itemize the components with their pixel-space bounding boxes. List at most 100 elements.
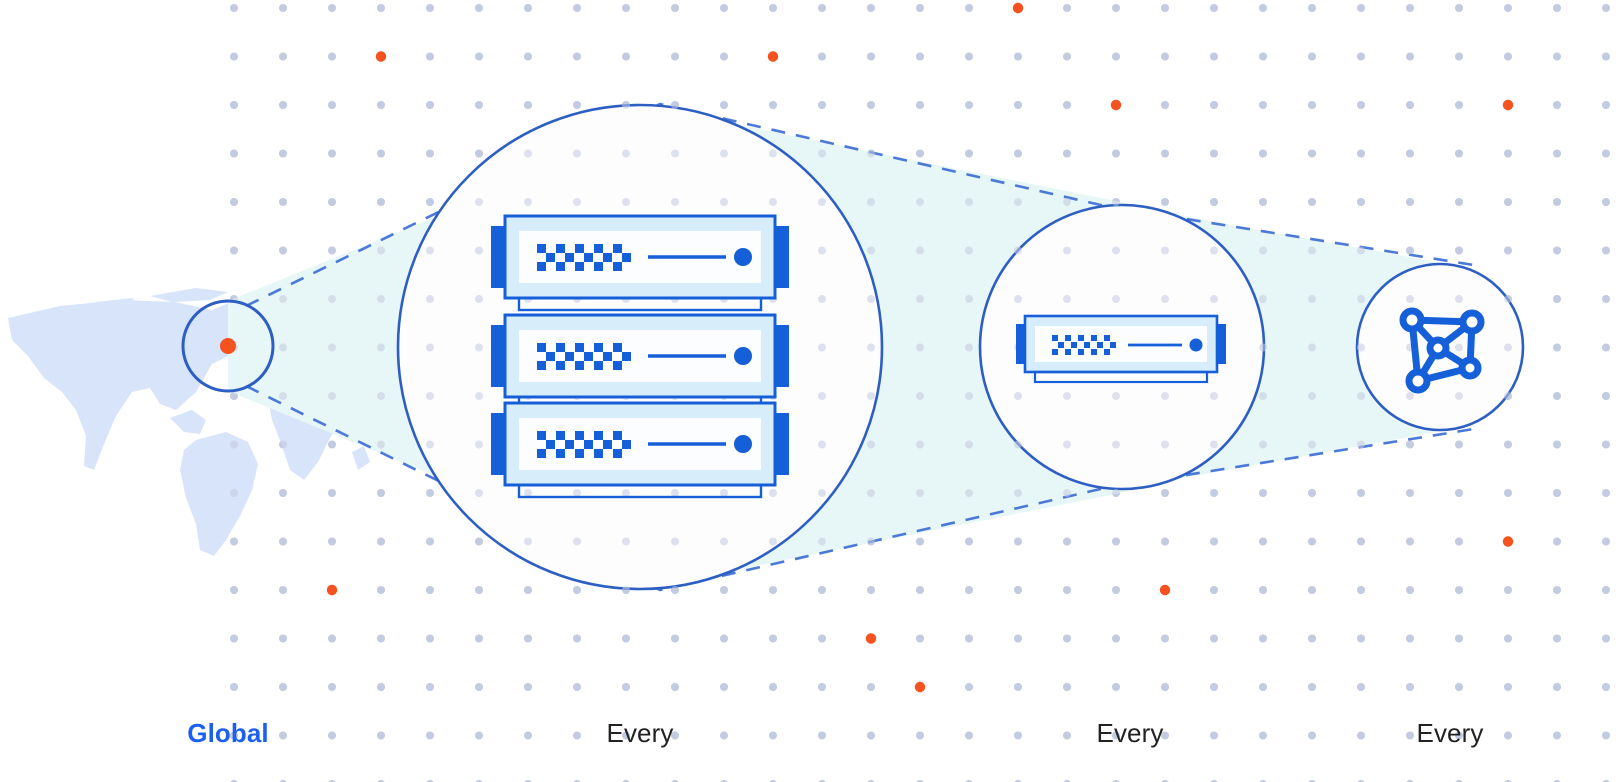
grid-dot bbox=[1504, 52, 1512, 61]
grid-dot bbox=[377, 537, 385, 546]
grid-dot bbox=[377, 440, 385, 449]
grid-dot bbox=[720, 489, 728, 497]
grid-dot bbox=[1210, 392, 1218, 400]
grid-dot bbox=[1014, 489, 1022, 497]
grid-dot bbox=[1602, 731, 1610, 740]
grid-dot bbox=[769, 149, 777, 158]
grid-dot bbox=[1553, 52, 1561, 61]
grid-dot bbox=[328, 537, 336, 546]
grid-dot bbox=[426, 489, 434, 497]
grid-dot bbox=[622, 101, 630, 109]
grid-dot bbox=[524, 586, 532, 594]
grid-dot bbox=[1455, 343, 1463, 352]
grid-dot bbox=[769, 4, 777, 12]
grid-dot bbox=[720, 537, 728, 546]
grid-dot bbox=[965, 52, 973, 61]
grid-dot bbox=[1308, 586, 1316, 594]
grid-dot bbox=[867, 295, 875, 303]
grid-dot bbox=[671, 731, 679, 740]
grid-dot bbox=[867, 246, 875, 255]
grid-dot bbox=[328, 4, 336, 12]
graph-node-bottom-right bbox=[1458, 356, 1482, 380]
grid-dot bbox=[1602, 198, 1610, 206]
grid-dot bbox=[230, 731, 238, 740]
grid-dot bbox=[1063, 4, 1071, 12]
grid-dot bbox=[1406, 586, 1414, 594]
grid-dot bbox=[1553, 4, 1561, 12]
grid-dot bbox=[377, 198, 385, 206]
grid-dot bbox=[622, 489, 630, 497]
grid-dot bbox=[328, 440, 336, 449]
grid-dot bbox=[1014, 295, 1022, 303]
grid-dot bbox=[916, 731, 924, 740]
grid-dot bbox=[867, 52, 875, 61]
grid-dot bbox=[1553, 343, 1561, 352]
grid-dot bbox=[475, 343, 483, 352]
rack-led-2 bbox=[734, 347, 752, 365]
grid-dot bbox=[279, 198, 287, 206]
grid-dot bbox=[622, 198, 630, 206]
grid-dot bbox=[769, 731, 777, 740]
grid-dot bbox=[965, 149, 973, 158]
grid-dot bbox=[279, 731, 287, 740]
grid-dot bbox=[279, 392, 287, 400]
grid-dot bbox=[1308, 489, 1316, 497]
rack-unit-1 bbox=[491, 214, 789, 312]
grid-dot bbox=[328, 683, 336, 691]
grid-dot bbox=[1112, 634, 1120, 643]
grid-dot bbox=[867, 489, 875, 497]
grid-dot bbox=[475, 4, 483, 12]
grid-dot bbox=[1014, 586, 1022, 594]
grid-dot bbox=[1406, 683, 1414, 691]
grid-dot bbox=[1112, 149, 1120, 158]
grid-dot bbox=[1504, 4, 1512, 12]
grid-dot bbox=[1406, 52, 1414, 61]
grid-dot bbox=[867, 4, 875, 12]
grid-dot bbox=[1112, 198, 1120, 206]
grid-dot bbox=[1357, 537, 1365, 546]
grid-dot bbox=[475, 537, 483, 546]
server-led bbox=[1189, 338, 1203, 352]
grid-dot bbox=[1357, 295, 1365, 303]
graph-node-top-left bbox=[1399, 307, 1425, 333]
grid-dot bbox=[1504, 343, 1512, 352]
grid-dot bbox=[377, 586, 385, 594]
grid-dot bbox=[279, 149, 287, 158]
grid-dot bbox=[867, 343, 875, 352]
grid-dot bbox=[377, 634, 385, 643]
grid-dot bbox=[1308, 52, 1316, 61]
grid-dot bbox=[230, 683, 238, 691]
grid-dot bbox=[1357, 683, 1365, 691]
grid-dot bbox=[1455, 440, 1463, 449]
grid-dot bbox=[230, 489, 238, 497]
grid-dot bbox=[1210, 683, 1218, 691]
grid-dot bbox=[1210, 4, 1218, 12]
grid-dot bbox=[769, 683, 777, 691]
grid-dot bbox=[1308, 343, 1316, 352]
grid-dot bbox=[328, 731, 336, 740]
grid-dot bbox=[1357, 440, 1365, 449]
grid-dot bbox=[965, 343, 973, 352]
grid-dot bbox=[230, 149, 238, 158]
grid-dot bbox=[279, 343, 287, 352]
grid-dot bbox=[1063, 683, 1071, 691]
grid-dot bbox=[1455, 198, 1463, 206]
grid-dot bbox=[1063, 586, 1071, 594]
grid-dot bbox=[230, 198, 238, 206]
grid-dot bbox=[1406, 295, 1414, 303]
grid-dot bbox=[328, 198, 336, 206]
grid-dot bbox=[1553, 440, 1561, 449]
grid-dot bbox=[818, 343, 826, 352]
grid-dot bbox=[1112, 683, 1120, 691]
grid-dot bbox=[818, 586, 826, 594]
grid-dot bbox=[916, 246, 924, 255]
grid-dot bbox=[1161, 149, 1169, 158]
grid-dot bbox=[1161, 489, 1169, 497]
grid-dot bbox=[1406, 440, 1414, 449]
grid-dot bbox=[1308, 149, 1316, 158]
grid-dot bbox=[573, 683, 581, 691]
grid-dot bbox=[818, 101, 826, 109]
grid-dot bbox=[1602, 537, 1610, 546]
grid-dot bbox=[965, 295, 973, 303]
